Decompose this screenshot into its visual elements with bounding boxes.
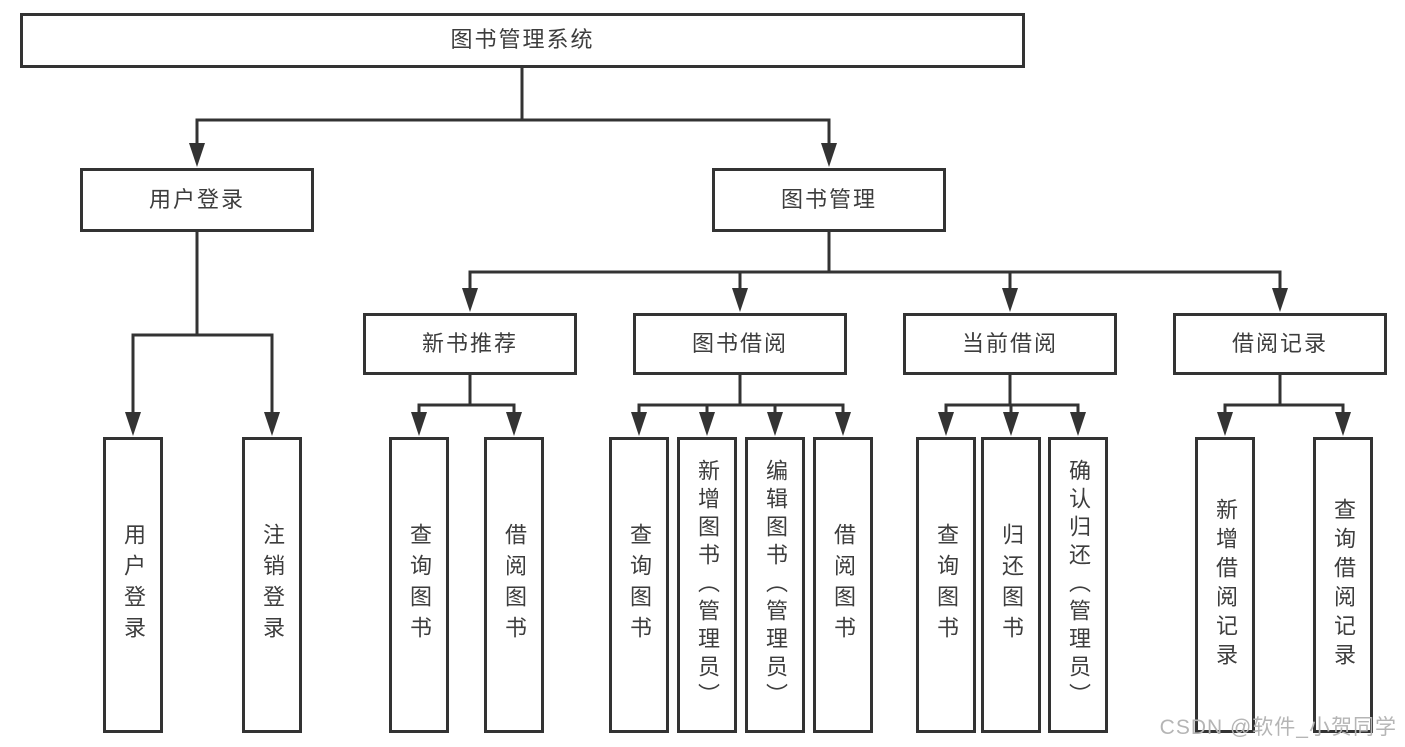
node-new-book-recommendation: 新书推荐	[363, 313, 577, 375]
leaf-query-books-borrowing: 查询图书	[609, 437, 669, 733]
leaf-logout: 注销登录	[242, 437, 302, 733]
leaf-add-borrow-record: 新增借阅记录	[1195, 437, 1255, 733]
csdn-watermark: CSDN @软件_小贺同学	[1159, 716, 1397, 739]
node-library-management-system: 图书管理系统	[20, 13, 1025, 68]
leaf-confirm-return-admin: 确认归还（管理员）	[1048, 437, 1108, 733]
leaf-query-books-recommend: 查询图书	[389, 437, 449, 733]
leaf-return-books: 归还图书	[981, 437, 1041, 733]
leaf-edit-books-admin: 编辑图书（管理员）	[745, 437, 805, 733]
node-borrowing-records: 借阅记录	[1173, 313, 1387, 375]
node-user-login: 用户登录	[80, 168, 314, 232]
leaf-borrow-books-recommend: 借阅图书	[484, 437, 544, 733]
leaf-user-login: 用户登录	[103, 437, 163, 733]
node-book-management: 图书管理	[712, 168, 946, 232]
leaf-add-books-admin: 新增图书（管理员）	[677, 437, 737, 733]
leaf-query-books-current: 查询图书	[916, 437, 976, 733]
node-book-borrowing: 图书借阅	[633, 313, 847, 375]
leaf-query-borrow-record: 查询借阅记录	[1313, 437, 1373, 733]
leaf-borrow-books: 借阅图书	[813, 437, 873, 733]
node-current-borrowing: 当前借阅	[903, 313, 1117, 375]
